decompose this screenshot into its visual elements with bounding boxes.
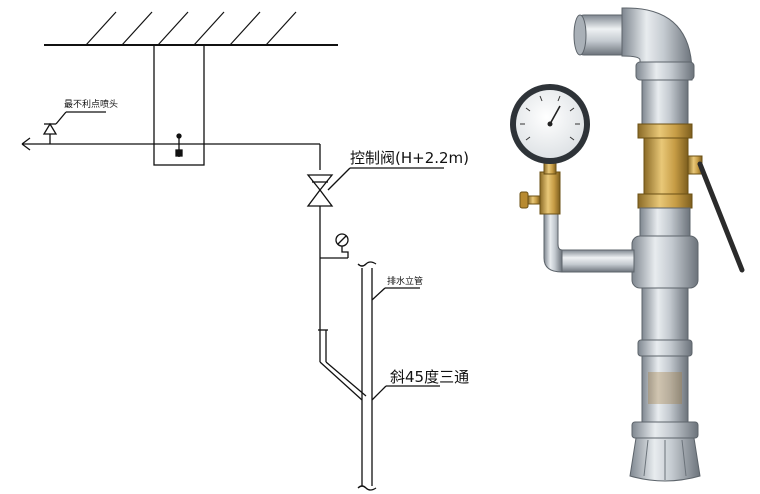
lower-collar [637, 339, 693, 357]
schematic [21, 11, 444, 491]
valve-leader [327, 167, 351, 191]
outlet-nut [631, 421, 699, 439]
control-valve-symbol [306, 174, 334, 207]
sprinkler-leader [55, 111, 67, 125]
valve-handle[interactable] [697, 161, 745, 273]
upper-pipe [641, 79, 689, 125]
tee-fitting [631, 235, 699, 289]
label-sprinkler: 最不利点喷头 [64, 98, 118, 110]
valve-nut-bottom [637, 193, 693, 209]
lower-pipe [641, 287, 689, 349]
riser-break-bottom [357, 485, 377, 491]
label-drain-riser: 排水立管 [387, 275, 423, 287]
gauge-needle [549, 105, 561, 125]
sprinkler-head [175, 149, 183, 157]
gauge-isolation-valve [539, 171, 561, 215]
gauge-branch-pipe [561, 249, 635, 273]
drain-riser-leader [371, 287, 386, 301]
middle-pipe [639, 207, 691, 239]
label-control-valve: 控制阀(H+2.2m) [350, 149, 469, 167]
photo [510, 7, 745, 482]
label-tee: 斜45度三通 [390, 368, 469, 386]
ceiling-hatch [85, 11, 297, 46]
gauge-connector [341, 246, 349, 258]
riser-break-top [357, 261, 377, 267]
gauge-valve-knob[interactable] [519, 191, 529, 209]
pipe-end-arrow [21, 137, 31, 151]
elbow-collar [635, 61, 695, 81]
gauge-ticks [520, 95, 580, 141]
tee-45-outer [319, 361, 363, 401]
brass-ball-valve [643, 137, 689, 195]
ceiling-drop-box [153, 44, 205, 166]
sprinkler-head-top [176, 133, 182, 139]
tee-leader [371, 385, 387, 401]
tee-45-inner [325, 361, 367, 397]
end-sprinkler-symbol [42, 122, 58, 135]
gauge-elbow [543, 211, 563, 273]
valve-nut-top [637, 123, 693, 139]
